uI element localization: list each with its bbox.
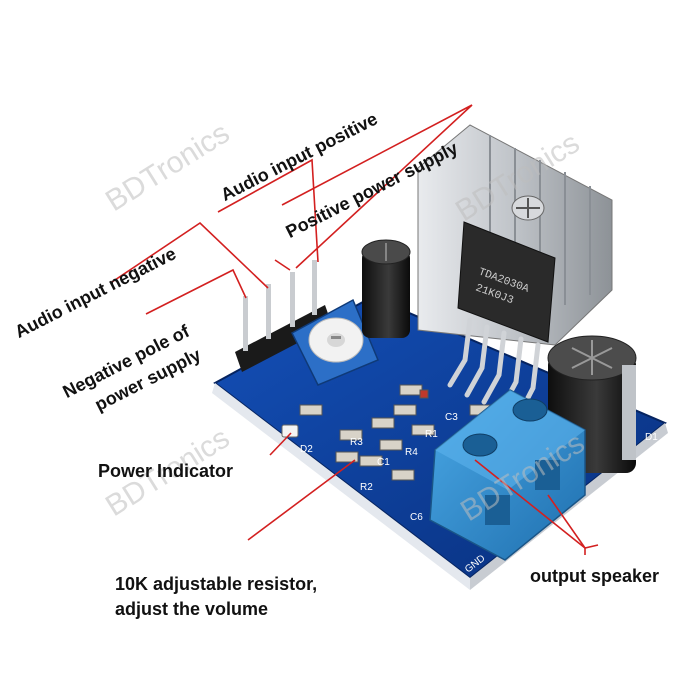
amplifier-chip: TDA2030A 21K0J3 bbox=[457, 221, 556, 343]
silkscreen-c3: C3 bbox=[445, 412, 458, 423]
silkscreen-d1: D1 bbox=[645, 432, 658, 443]
header-pins bbox=[235, 260, 332, 372]
label-adjustable-resistor-line1: 10K adjustable resistor, bbox=[115, 574, 318, 594]
silkscreen-r3: R3 bbox=[350, 437, 363, 448]
silkscreen-c6: C6 bbox=[410, 512, 423, 523]
silkscreen-r1: R1 bbox=[425, 429, 438, 440]
chip-legs bbox=[447, 317, 541, 420]
silkscreen-r2: R2 bbox=[360, 482, 373, 493]
small-capacitor bbox=[361, 239, 411, 338]
pointer-line-positive-supply bbox=[281, 104, 473, 269]
silkscreen-r4: R4 bbox=[405, 447, 418, 458]
pointer-lines bbox=[111, 158, 599, 555]
potentiometer bbox=[291, 298, 379, 386]
label-output-speaker: output speaker bbox=[530, 566, 660, 586]
label-power-indicator: Power Indicator bbox=[98, 461, 234, 481]
silkscreen-c1: C1 bbox=[377, 457, 390, 468]
label-adjustable-resistor-line2: adjust the volume bbox=[115, 599, 269, 619]
silkscreen-d2: D2 bbox=[300, 444, 313, 455]
power-indicator-led bbox=[281, 424, 299, 438]
